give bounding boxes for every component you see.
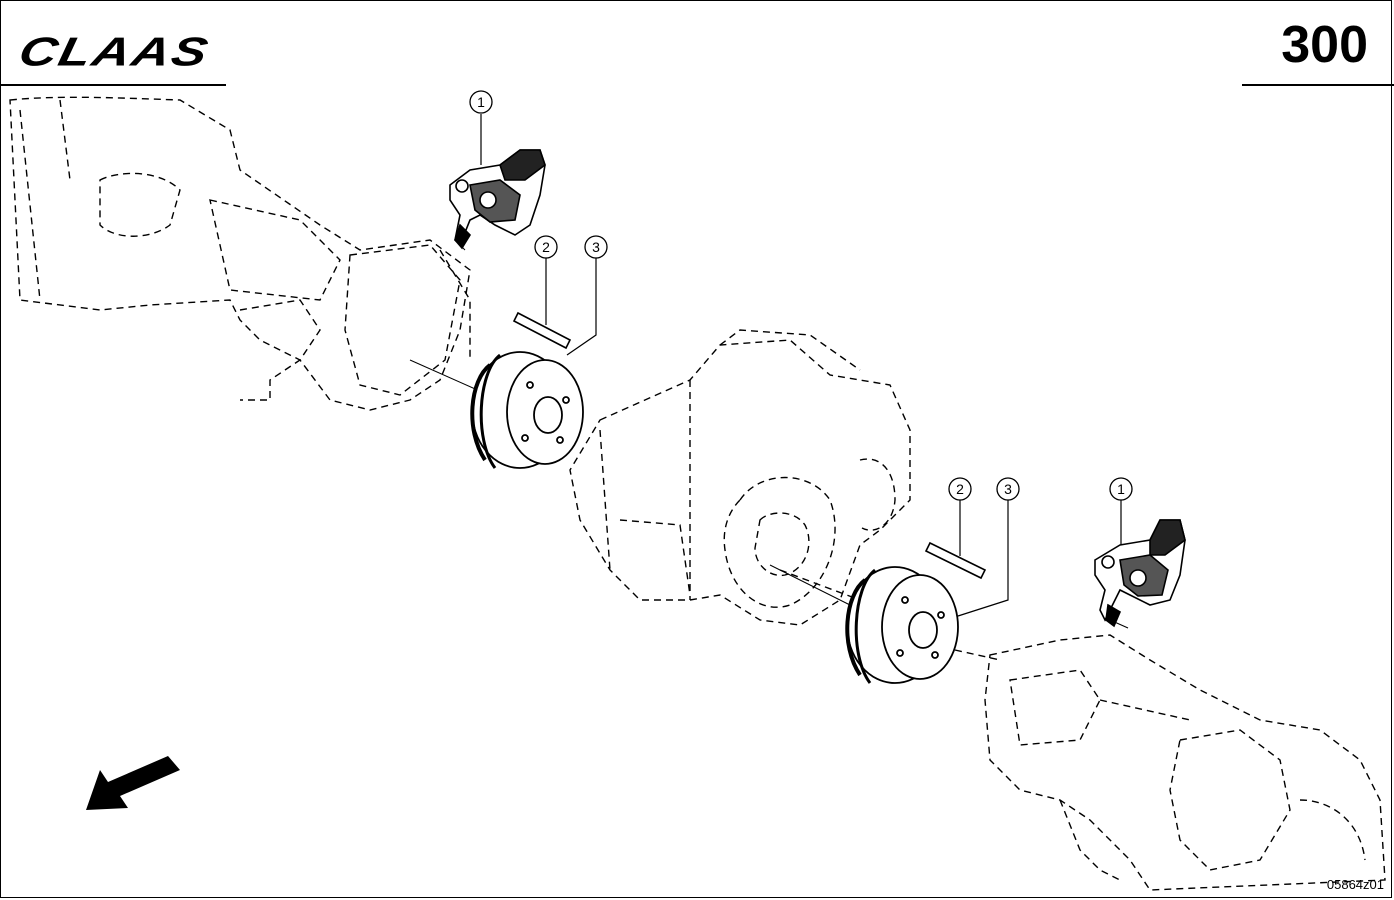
brake-disc-part-3-upper [470,351,584,469]
page-number-rule [1242,84,1394,86]
sensor-part-1-lower [1094,519,1186,628]
callout-number: 1 [1117,481,1125,497]
logo-rule [0,84,226,86]
pin-part-2-lower [924,541,987,580]
image-code: 05864z01 [1326,877,1384,892]
callout-numbers: 1 2 3 2 3 1 [477,94,1125,497]
sensor-part-1-upper [449,149,546,250]
ghost-central-transmission [569,329,911,626]
callout-circle-1-upper [469,90,493,114]
ghost-right-axle-housing [954,634,1386,891]
callout-circle-3-lower [996,477,1020,501]
page-number: 300 [1281,16,1368,74]
pin-part-2-upper [512,311,572,350]
brake-disc-part-3-lower [845,566,959,684]
ghost-left-axle-housing [9,96,471,411]
callout-number: 2 [542,239,550,255]
callout-circle-3-upper [584,235,608,259]
direction-arrow-icon [86,756,180,810]
callout-circle-2-upper [534,235,558,259]
callout-number: 1 [477,94,485,110]
callout-number: 2 [956,481,964,497]
callout-circle-1-lower [1109,477,1133,501]
callout-circles [469,90,1133,501]
leader-lines [480,114,1122,617]
callout-number: 3 [1004,481,1012,497]
callout-circle-2-lower [948,477,972,501]
callout-number: 3 [592,239,600,255]
